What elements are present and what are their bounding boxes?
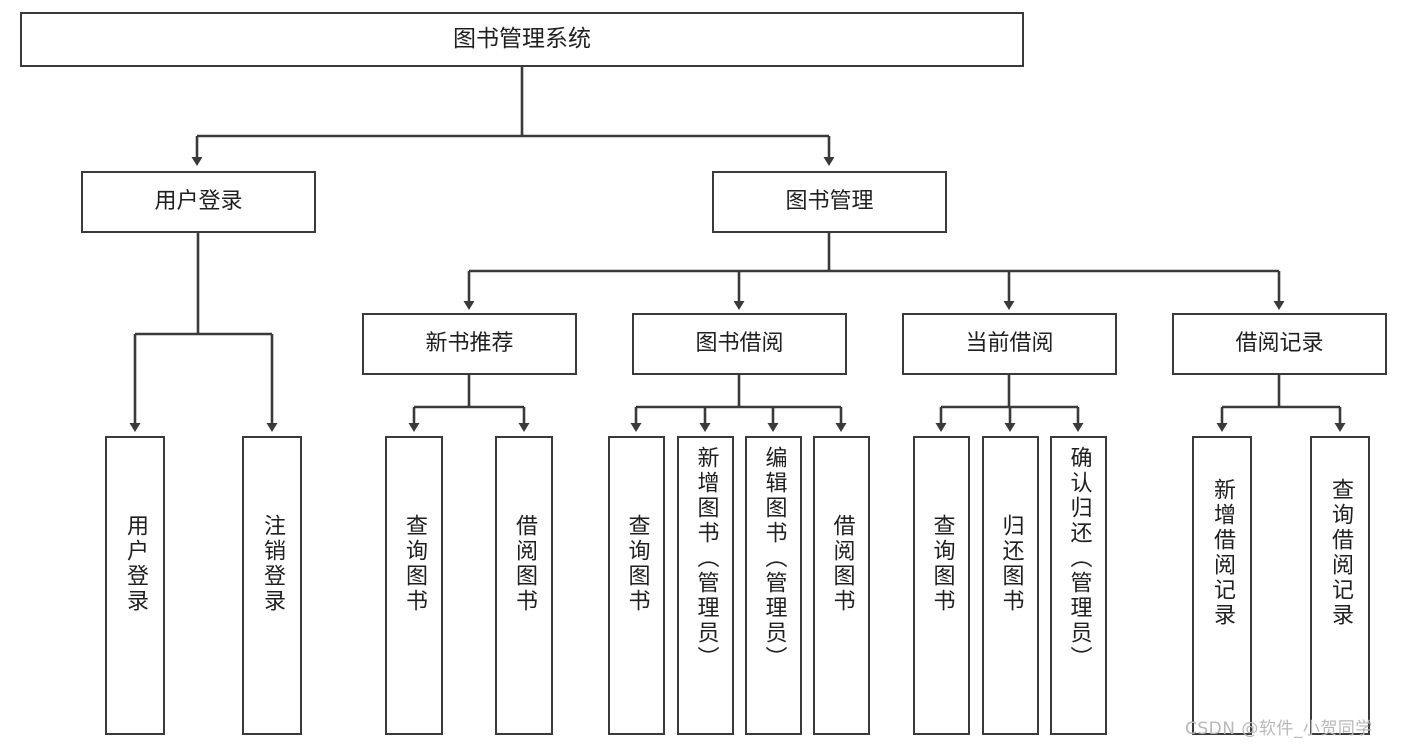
leaf-user-login[interactable]: 用户登录 [105, 436, 165, 735]
node-label: 归还图书 [998, 514, 1024, 614]
node-label: 借阅记录 [1235, 331, 1324, 357]
leaf-query-book-borrow[interactable]: 查询图书 [608, 436, 665, 735]
node-label: 注销登录 [260, 514, 285, 614]
leaf-user-logout[interactable]: 注销登录 [242, 436, 302, 735]
leaf-query-book-current[interactable]: 查询图书 [913, 436, 970, 735]
node-book-management-system[interactable]: 图书管理系统 [20, 12, 1024, 67]
node-label: 图书借阅 [695, 331, 784, 357]
leaf-return-book[interactable]: 归还图书 [982, 436, 1039, 735]
leaf-confirm-return[interactable]: 确认归还（管理员） [1050, 436, 1107, 735]
node-label: 新书推荐 [425, 331, 514, 357]
node-label: 新增图书（管理员） [693, 446, 719, 671]
node-label: 当前借阅 [965, 331, 1054, 357]
node-label: 图书管理 [785, 189, 874, 215]
csdn-watermark: CSDN @软件_小贺同学 [1185, 719, 1373, 739]
node-label: 用户登录 [123, 514, 148, 614]
node-user-login[interactable]: 用户登录 [81, 171, 316, 233]
node-label: 查询图书 [402, 514, 427, 614]
node-label: 编辑图书（管理员） [761, 446, 787, 671]
node-label: 新增借阅记录 [1210, 478, 1235, 628]
node-label: 借阅图书 [512, 514, 537, 614]
node-label: 查询图书 [624, 514, 650, 614]
leaf-borrow-book-recommend[interactable]: 借阅图书 [495, 436, 553, 735]
node-label: 图书管理系统 [453, 26, 591, 53]
leaf-borrow-book[interactable]: 借阅图书 [813, 436, 870, 735]
node-new-book-recommend[interactable]: 新书推荐 [362, 313, 577, 375]
leaf-add-book[interactable]: 新增图书（管理员） [677, 436, 734, 735]
node-label: 确认归还（管理员） [1066, 446, 1092, 671]
node-book-management[interactable]: 图书管理 [712, 171, 947, 233]
node-label: 借阅图书 [829, 514, 855, 614]
leaf-edit-book[interactable]: 编辑图书（管理员） [745, 436, 802, 735]
leaf-add-borrow-record[interactable]: 新增借阅记录 [1192, 436, 1252, 735]
node-borrow-record[interactable]: 借阅记录 [1172, 313, 1387, 375]
node-label: 用户登录 [154, 189, 243, 215]
node-book-borrow[interactable]: 图书借阅 [632, 313, 847, 375]
leaf-query-book-recommend[interactable]: 查询图书 [385, 436, 443, 735]
leaf-query-borrow-record[interactable]: 查询借阅记录 [1310, 436, 1370, 735]
node-current-borrow[interactable]: 当前借阅 [902, 313, 1117, 375]
node-label: 查询图书 [929, 514, 955, 614]
node-label: 查询借阅记录 [1328, 478, 1353, 628]
